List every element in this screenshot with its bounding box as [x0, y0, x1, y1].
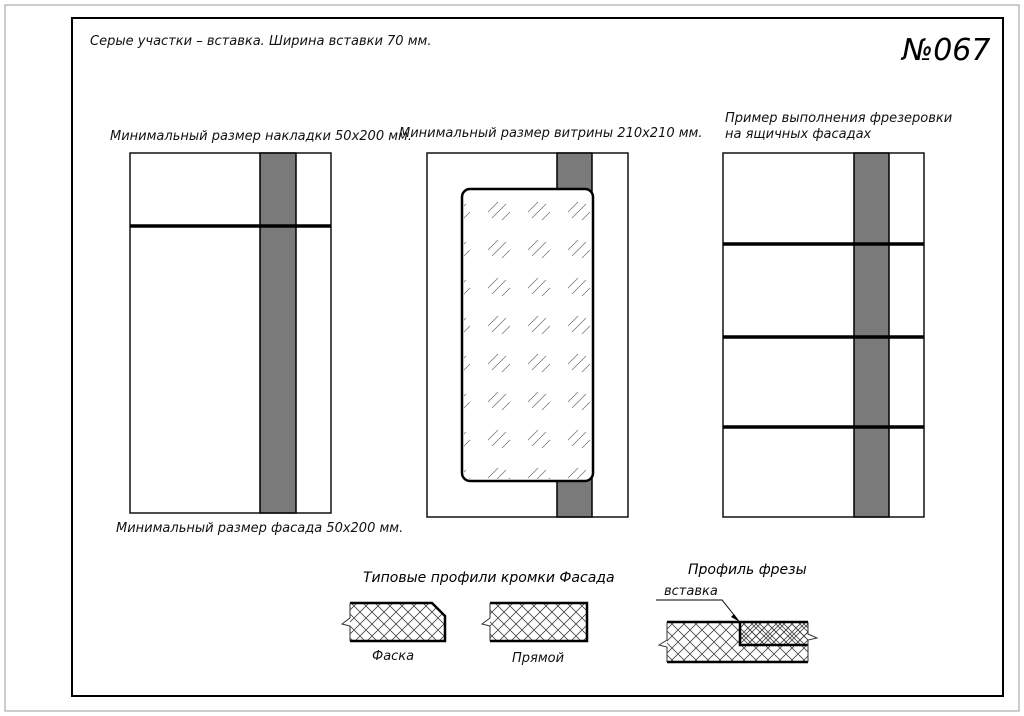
panel-2-caption-top: Минимальный размер витрины 210x210 мм.: [399, 126, 703, 141]
edge-profiles-title: Типовые профили кромки Фасада: [363, 570, 615, 586]
insert-strip: [259, 152, 297, 514]
facade-outline: [129, 152, 332, 514]
mill-profile-title: Профиль фрезы: [688, 562, 807, 578]
glass-hatch: [464, 191, 591, 479]
drawing-number: №067: [900, 33, 990, 68]
edge-profiles: Типовые профили кромки Фасада Фаска Прям…: [340, 570, 615, 666]
insert-strip: [853, 152, 890, 518]
profile-straight: Прямой: [480, 601, 589, 666]
insert-section: [740, 622, 808, 645]
panel-1-caption-top: Минимальный размер накладки 50x200 мм.: [110, 129, 412, 144]
callout-leader: [656, 599, 739, 621]
profile-chamfer-label: Фаска: [372, 649, 414, 664]
panel-overlay: Минимальный размер накладки 50x200 мм. М…: [110, 129, 412, 536]
panel-1-caption-bottom: Минимальный размер фасада 50x200 мм.: [116, 521, 403, 536]
panel-3-caption-line1: Пример выполнения фрезеровки: [725, 111, 952, 126]
panel-drawers: Пример выполнения фрезеровки на ящичных …: [722, 111, 952, 518]
insert-callout-label: вставка: [664, 584, 718, 599]
panel-showcase: Минимальный размер витрины 210x210 мм.: [399, 126, 703, 518]
drawing-frame: [71, 17, 1004, 697]
panel-3-caption-line2: на ящичных фасадах: [725, 127, 872, 142]
page-border: [4, 4, 1020, 712]
mill-profile: Профиль фрезы вставка: [656, 562, 819, 664]
header-note: Серые участки – вставка. Ширина вставки …: [90, 34, 431, 49]
profile-straight-label: Прямой: [512, 651, 564, 666]
facade-outline: [426, 152, 629, 518]
facade-outline: [722, 152, 925, 518]
profile-chamfer: Фаска: [340, 601, 447, 664]
